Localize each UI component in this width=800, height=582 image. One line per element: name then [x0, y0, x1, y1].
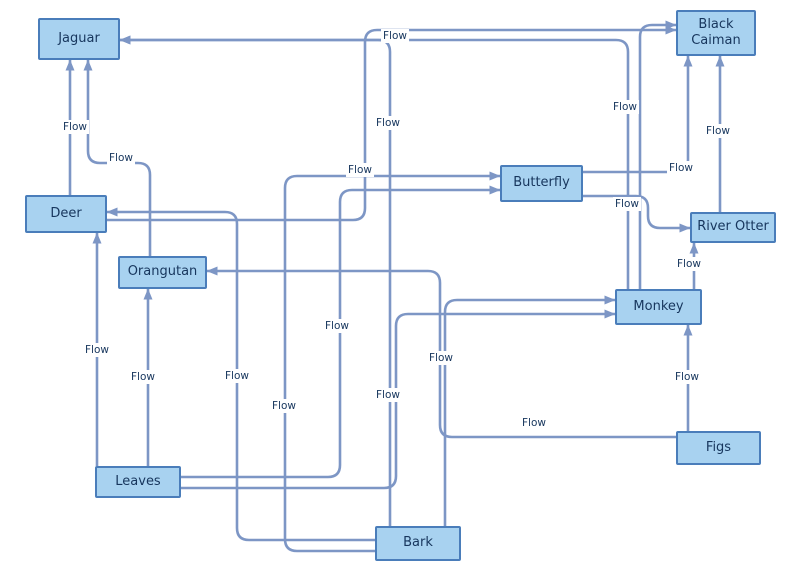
node-black-caiman[interactable]: Black Caiman [676, 10, 756, 56]
edge-bark-monkey[interactable] [443, 295, 616, 526]
flow-label-bark-deer: Flow [223, 369, 251, 383]
flow-label-monkey-river-otter: Flow [675, 257, 703, 271]
node-leaves[interactable]: Leaves [95, 466, 181, 498]
flow-label-deer-black-caiman: Flow [346, 163, 374, 177]
node-label-leaves: Leaves [115, 473, 161, 489]
node-butterfly[interactable]: Butterfly [500, 165, 583, 202]
node-river-otter[interactable]: River Otter [690, 212, 776, 243]
flow-label-leaves-orangutan: Flow [129, 370, 157, 384]
edge-deer-black-caiman[interactable] [107, 25, 677, 222]
node-label-orangutan: Orangutan [127, 264, 198, 280]
node-label-jaguar: Jaguar [58, 30, 100, 46]
flow-label-deer-jaguar: Flow [61, 120, 89, 134]
node-label-bark: Bark [403, 535, 433, 551]
flow-label-monkey-black-caiman: Flow [611, 100, 639, 114]
node-deer[interactable]: Deer [25, 195, 107, 233]
node-label-figs: Figs [705, 439, 732, 455]
node-label-river-otter: River Otter [697, 219, 769, 235]
edge-butterfly-black-caiman[interactable] [583, 55, 693, 174]
node-label-monkey: Monkey [633, 298, 684, 314]
node-jaguar[interactable]: Jaguar [38, 18, 120, 60]
edge-monkey-jaguar[interactable] [119, 35, 630, 289]
flow-label-leaves-deer: Flow [83, 343, 111, 357]
flow-label-river-otter-black-caiman: Flow [704, 124, 732, 138]
flow-label-figs-monkey: Flow [673, 370, 701, 384]
flow-label-bark-monkey: Flow [427, 351, 455, 365]
flow-label-figs-orangutan: Flow [520, 416, 548, 430]
flow-label-bark-jaguar: Flow [374, 116, 402, 130]
edge-bark-jaguar[interactable] [119, 35, 392, 526]
edge-leaves-butterfly[interactable] [181, 185, 501, 479]
flow-label-butterfly-river-otter: Flow [613, 197, 641, 211]
edge-butterfly-river-otter[interactable] [583, 194, 691, 233]
node-figs[interactable]: Figs [676, 431, 761, 465]
node-monkey[interactable]: Monkey [615, 289, 702, 325]
node-label-deer: Deer [50, 205, 82, 221]
node-label-butterfly: Butterfly [513, 175, 570, 191]
flow-label-monkey-jaguar: Flow [381, 29, 409, 43]
flow-label-leaves-butterfly: Flow [323, 319, 351, 333]
flow-label-leaves-monkey: Flow [374, 388, 402, 402]
node-label-black-caiman: Black Caiman [691, 16, 741, 48]
node-bark[interactable]: Bark [375, 526, 461, 561]
flow-label-bark-butterfly: Flow [270, 399, 298, 413]
edge-monkey-black-caiman[interactable] [638, 20, 677, 289]
edge-bark-butterfly[interactable] [283, 171, 501, 553]
node-orangutan[interactable]: Orangutan [118, 256, 207, 289]
flow-label-butterfly-black-caiman: Flow [667, 161, 695, 175]
flow-label-orangutan-jaguar: Flow [107, 151, 135, 165]
